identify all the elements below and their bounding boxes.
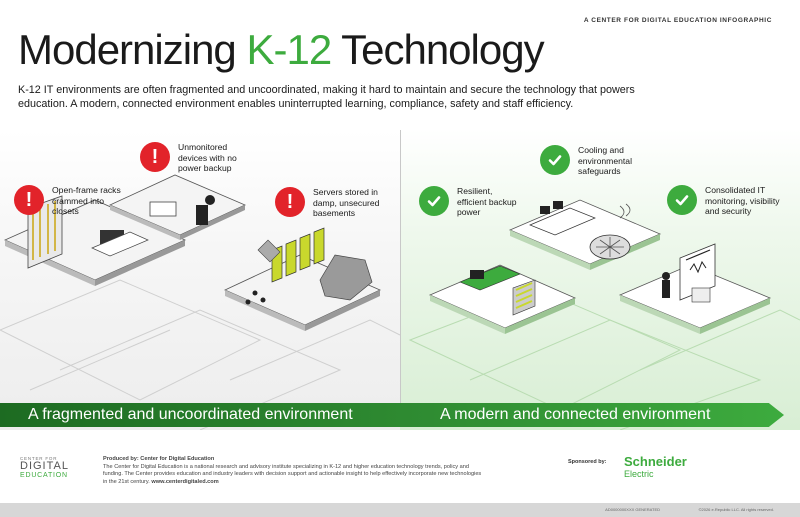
exclamation-icon: ! bbox=[140, 142, 170, 172]
solution-callout-monitoring: Consolidated IT monitoring, visibility a… bbox=[667, 185, 795, 217]
cde-logo: CENTER FOR DIGITAL EDUCATION bbox=[20, 456, 69, 479]
legacy-platforms bbox=[4, 174, 381, 331]
solution-text-monitoring: Consolidated IT monitoring, visibility a… bbox=[705, 185, 780, 216]
sponsor-name: Schneider bbox=[624, 454, 687, 469]
exclamation-icon: ! bbox=[14, 185, 44, 215]
infographic-tagline: A CENTER FOR DIGITAL EDUCATION INFOGRAPH… bbox=[583, 17, 772, 24]
modern-equipment bbox=[459, 201, 716, 316]
checkmark-icon bbox=[419, 186, 449, 216]
legacy-building-lines bbox=[0, 279, 401, 430]
produced-by-label: Produced by: Center for Digital Educatio… bbox=[103, 456, 215, 462]
illustration-area: ! Open-frame racks crammed into closets … bbox=[0, 130, 800, 430]
sponsored-label: Sponsored by: bbox=[568, 459, 607, 465]
footer: CENTER FOR DIGITAL EDUCATION Produced by… bbox=[0, 446, 800, 501]
solution-text-cooling: Cooling and environmental safeguards bbox=[578, 145, 632, 176]
modern-platforms bbox=[428, 199, 772, 334]
intro-paragraph: K-12 IT environments are often fragmente… bbox=[18, 84, 635, 110]
problem-text-racks: Open-frame racks crammed into closets bbox=[52, 185, 121, 216]
checkmark-icon bbox=[667, 185, 697, 215]
isometric-illustration bbox=[0, 174, 800, 430]
exclamation-icon: ! bbox=[275, 187, 305, 217]
title-accent: K-12 bbox=[246, 26, 332, 73]
produced-by-block: Produced by: Center for Digital Educatio… bbox=[103, 456, 483, 486]
banner-modern: A modern and connected environment bbox=[404, 403, 784, 427]
solution-text-power: Resilient, efficient backup power bbox=[457, 186, 517, 217]
banner-fragmented: A fragmented and uncoordinated environme… bbox=[0, 403, 404, 427]
page-title: Modernizing K-12 Technology bbox=[18, 26, 545, 74]
legacy-equipment bbox=[27, 195, 373, 305]
problem-text-devices: Unmonitored devices with no power backup bbox=[178, 142, 237, 173]
solution-callout-cooling: Cooling and environmental safeguards bbox=[540, 145, 644, 177]
problem-callout-servers: ! Servers stored in damp, unsecured base… bbox=[275, 187, 395, 219]
problem-text-servers: Servers stored in damp, unsecured baseme… bbox=[313, 187, 380, 218]
cde-logo-edu: EDUCATION bbox=[20, 472, 68, 479]
problem-callout-devices: ! Unmonitored devices with no power back… bbox=[140, 142, 258, 174]
schneider-logo: Schneider Electric bbox=[624, 454, 687, 480]
title-post: Technology bbox=[331, 26, 545, 73]
sponsor-name-2: Electric bbox=[624, 469, 654, 479]
copyright-text: ©2026 e.Republic LLC. All rights reserve… bbox=[698, 507, 774, 512]
produced-by-url[interactable]: www.centerdigitaled.com bbox=[151, 478, 219, 485]
solution-callout-power: Resilient, efficient backup power bbox=[419, 186, 521, 218]
produced-by-text: The Center for Digital Education is a na… bbox=[103, 463, 482, 485]
title-pre: Modernizing bbox=[18, 26, 247, 73]
cde-logo-small: CENTER FOR bbox=[20, 456, 58, 461]
cde-logo-big: DIGITAL bbox=[20, 460, 69, 472]
section-divider bbox=[400, 130, 401, 425]
bottom-bar: AD0000000XXX GENERATED ©2026 e.Republic … bbox=[0, 503, 800, 517]
problem-callout-racks: ! Open-frame racks crammed into closets bbox=[14, 185, 122, 217]
document-code: AD0000000XXX GENERATED bbox=[605, 507, 660, 512]
checkmark-icon bbox=[540, 145, 570, 175]
